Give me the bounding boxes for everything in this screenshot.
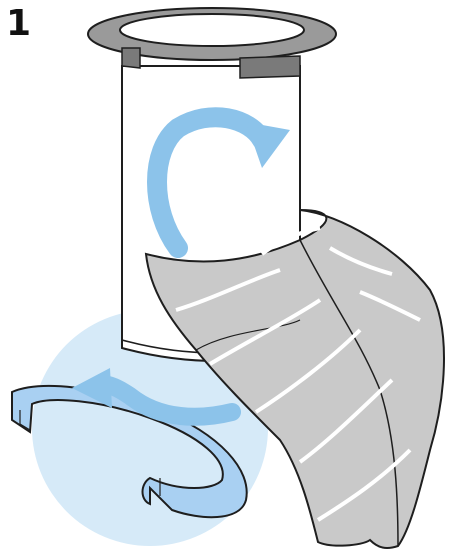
rim-clip-right (240, 56, 300, 78)
top-rim-inner (120, 14, 304, 46)
rim-clip-left (122, 48, 140, 68)
